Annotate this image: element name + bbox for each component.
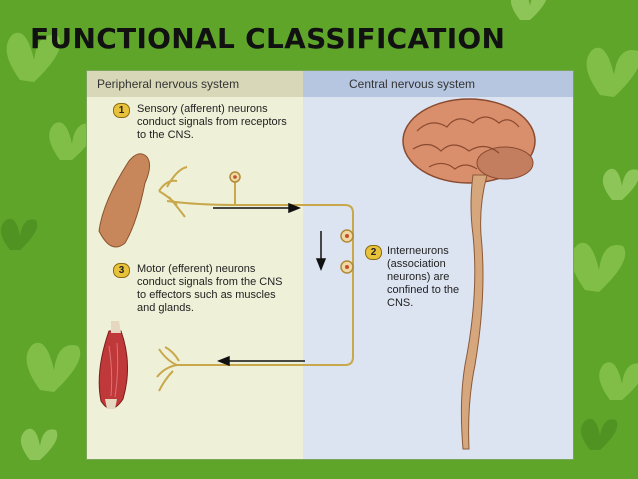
step-1-text: Sensory (afferent) neurons conduct signa… — [137, 103, 287, 141]
step-3-badge: 3 — [113, 263, 130, 278]
brain-icon — [402, 98, 536, 450]
step-2-text: Interneurons (association neurons) are c… — [387, 245, 460, 309]
muscle-icon — [98, 321, 129, 409]
cns-header: Central nervous system — [349, 77, 476, 91]
finger-icon — [98, 153, 151, 248]
nervous-system-diagram: Peripheral nervous system Central nervou… — [86, 70, 574, 460]
step-2-badge: 2 — [365, 245, 382, 260]
neuron-illustration — [98, 98, 536, 450]
step-3-text: Motor (efferent) neurons conduct signals… — [137, 263, 283, 314]
slide-title: FUNCTIONAL CLASSIFICATION — [30, 22, 506, 55]
step-1-badge: 1 — [113, 103, 130, 118]
cns-header-bar — [303, 71, 573, 97]
pns-header: Peripheral nervous system — [97, 77, 240, 91]
pns-header-bar — [87, 71, 303, 97]
